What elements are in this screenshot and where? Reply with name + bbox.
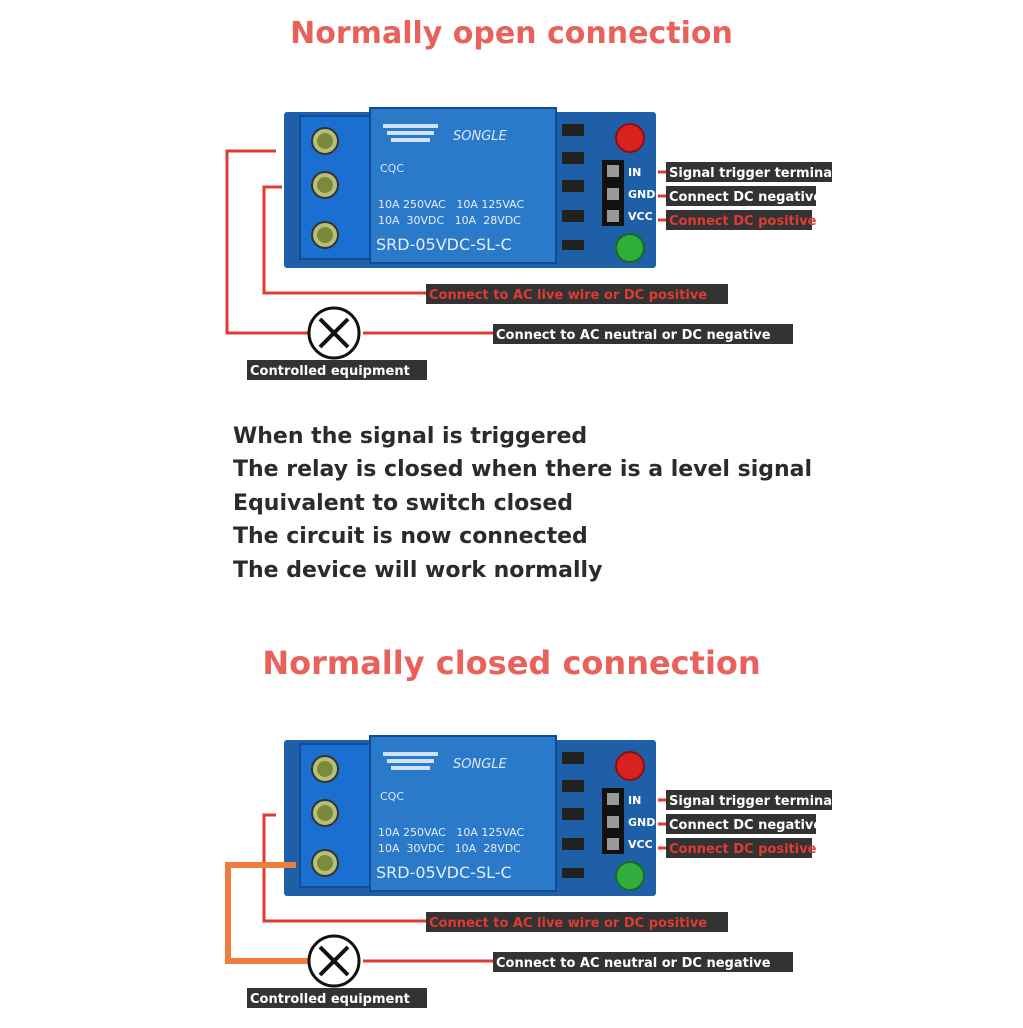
songle-logo-icon [383,124,438,142]
terminal-screws [311,755,339,877]
label-equipment: Controlled equipment [250,992,410,1007]
relay-model: SRD-05VDC-SL-C [376,863,512,882]
pin-header [602,160,624,226]
pin-label-in: IN [628,794,641,807]
relay-ratings-2: 10A 30VDC 10A 28VDC [378,842,521,855]
pcb-components [562,124,584,250]
songle-logo-icon [383,752,438,770]
relay-ratings-2: 10A 30VDC 10A 28VDC [378,214,521,227]
label-live: Connect to AC live wire or DC positive [429,288,707,303]
description-line: The device will work normally [233,557,603,583]
label-live: Connect to AC live wire or DC positive [429,916,707,931]
relay-ratings-1: 10A 250VAC 10A 125VAC [378,826,525,839]
relay-model: SRD-05VDC-SL-C [376,235,512,254]
led-green-icon [615,861,645,891]
relay-cert: CQC [380,162,404,175]
label-dc-negative: Connect DC negative [669,818,822,833]
label-neutral: Connect to AC neutral or DC negative [496,956,771,971]
description-line: The circuit is now connected [233,524,588,550]
description-block: When the signal is triggered The relay i… [233,420,812,587]
load-x-icon [307,934,361,988]
pin-label-gnd: GND [628,816,655,829]
label-signal-trigger: Signal trigger terminal [669,166,837,181]
pin-label-in: IN [628,166,641,179]
label-signal-trigger: Signal trigger terminal [669,794,837,809]
pin-header [602,788,624,854]
pin-label-vcc: VCC [628,838,653,851]
pin-label-vcc: VCC [628,210,653,223]
terminal-screws [311,127,339,249]
description-line: When the signal is triggered [233,424,588,449]
label-neutral: Connect to AC neutral or DC negative [496,328,771,343]
wires [225,149,666,335]
section-title-normally-closed: Normally closed connection [262,644,761,682]
label-dc-positive: Connect DC positive [669,214,817,229]
diagram-normally-closed: SONGLE CQC 10A 250VAC 10A 125VAC 10A 30V… [225,735,837,1008]
led-red-icon [615,751,645,781]
section-title-normally-open: Normally open connection [290,16,733,51]
description-line: The relay is closed when there is a leve… [233,457,813,483]
relay-cert: CQC [380,790,404,803]
relay-brand: SONGLE [453,757,508,772]
label-dc-positive: Connect DC positive [669,842,817,857]
pin-label-gnd: GND [628,188,655,201]
relay-brand: SONGLE [453,129,508,144]
description-line: Equivalent to switch closed [233,490,574,516]
relay-ratings-1: 10A 250VAC 10A 125VAC [378,198,525,211]
load-x-icon [307,306,361,360]
wires [225,798,666,964]
pcb-components [562,752,584,878]
diagram-normally-open: SONGLE CQC 10A 250VAC 10A 125VAC 10A 30V… [225,107,837,380]
led-red-icon [615,123,645,153]
label-equipment: Controlled equipment [250,364,410,379]
led-green-icon [615,233,645,263]
label-dc-negative: Connect DC negative [669,190,822,205]
